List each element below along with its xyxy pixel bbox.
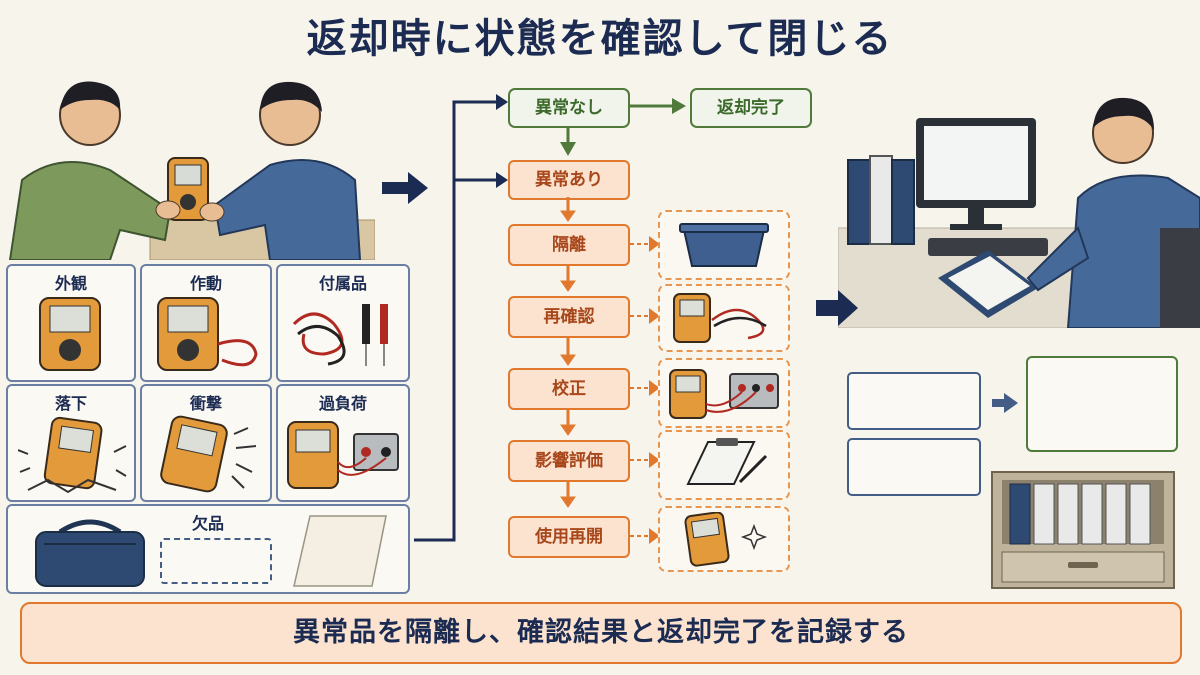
step-recheck: 再確認	[508, 296, 630, 338]
missing-item-placeholder	[160, 538, 272, 584]
side-dashed-arrows	[630, 236, 660, 544]
inspection-item-operation: 作動	[140, 264, 272, 382]
resume-box	[658, 506, 790, 572]
status-abnormal: 異常あり	[508, 160, 630, 200]
overload-meter-icon	[287, 421, 399, 489]
document-sheet-icon	[293, 515, 387, 587]
meter-sparkle-icon	[684, 512, 768, 567]
record-field-2	[847, 438, 981, 496]
test-leads-icon	[292, 304, 388, 366]
item-label: 欠品	[191, 514, 224, 533]
assessment-box	[658, 430, 790, 500]
arrow-down-icon	[560, 126, 576, 156]
arrow-right-icon	[630, 98, 686, 114]
office-record-illustration	[838, 78, 1200, 328]
item-label: 作動	[189, 274, 222, 293]
status-normal: 異常なし	[508, 88, 630, 128]
step-isolate: 隔離	[508, 224, 630, 266]
calibration-box	[658, 358, 790, 428]
inspection-item-impact: 衝撃	[140, 384, 272, 502]
summary-banner: 異常品を隔離し、確認結果と返却完了を記録する	[20, 602, 1182, 664]
storage-bin-icon	[679, 223, 769, 267]
inspection-item-appearance: 外観	[6, 264, 136, 382]
inspection-item-drop: 落下	[6, 384, 136, 502]
filing-cabinet-icon	[991, 471, 1175, 589]
calibrator-icon	[669, 369, 779, 419]
flow-down-arrows	[560, 197, 576, 508]
impact-meter-icon	[160, 415, 257, 493]
item-label: 過負荷	[318, 394, 367, 413]
meter-and-leads-icon	[673, 293, 767, 343]
item-label: 付属品	[318, 274, 367, 293]
arrow-right-icon	[382, 172, 428, 204]
handover-illustration	[0, 70, 375, 260]
carrying-case-icon	[35, 519, 145, 587]
multimeter-with-leads-icon	[157, 297, 258, 371]
inspection-item-accessories: 付属品	[276, 264, 410, 382]
inspection-item-missing: 欠品	[6, 504, 410, 594]
page-title: 返却時に状態を確認して閉じる	[306, 16, 894, 62]
arrow-right-icon	[992, 393, 1018, 413]
item-label: 外観	[54, 274, 87, 293]
dropped-meter-icon	[18, 416, 127, 494]
step-calibrate: 校正	[508, 368, 630, 410]
flow-connector	[414, 94, 508, 542]
record-field-1	[847, 372, 981, 430]
record-result-box	[1026, 356, 1178, 452]
arrow-right-icon	[816, 290, 858, 326]
isolation-bin-box	[658, 210, 790, 280]
item-label: 衝撃	[189, 394, 222, 413]
clipboard-pen-icon	[686, 438, 768, 485]
step-impact-assessment: 影響評価	[508, 440, 630, 482]
recheck-box	[658, 284, 790, 352]
step-resume-use: 使用再開	[508, 516, 630, 558]
multimeter-icon	[39, 297, 101, 371]
inspection-item-overload: 過負荷	[276, 384, 410, 502]
status-return-complete: 返却完了	[690, 88, 812, 128]
item-label: 落下	[54, 394, 87, 413]
